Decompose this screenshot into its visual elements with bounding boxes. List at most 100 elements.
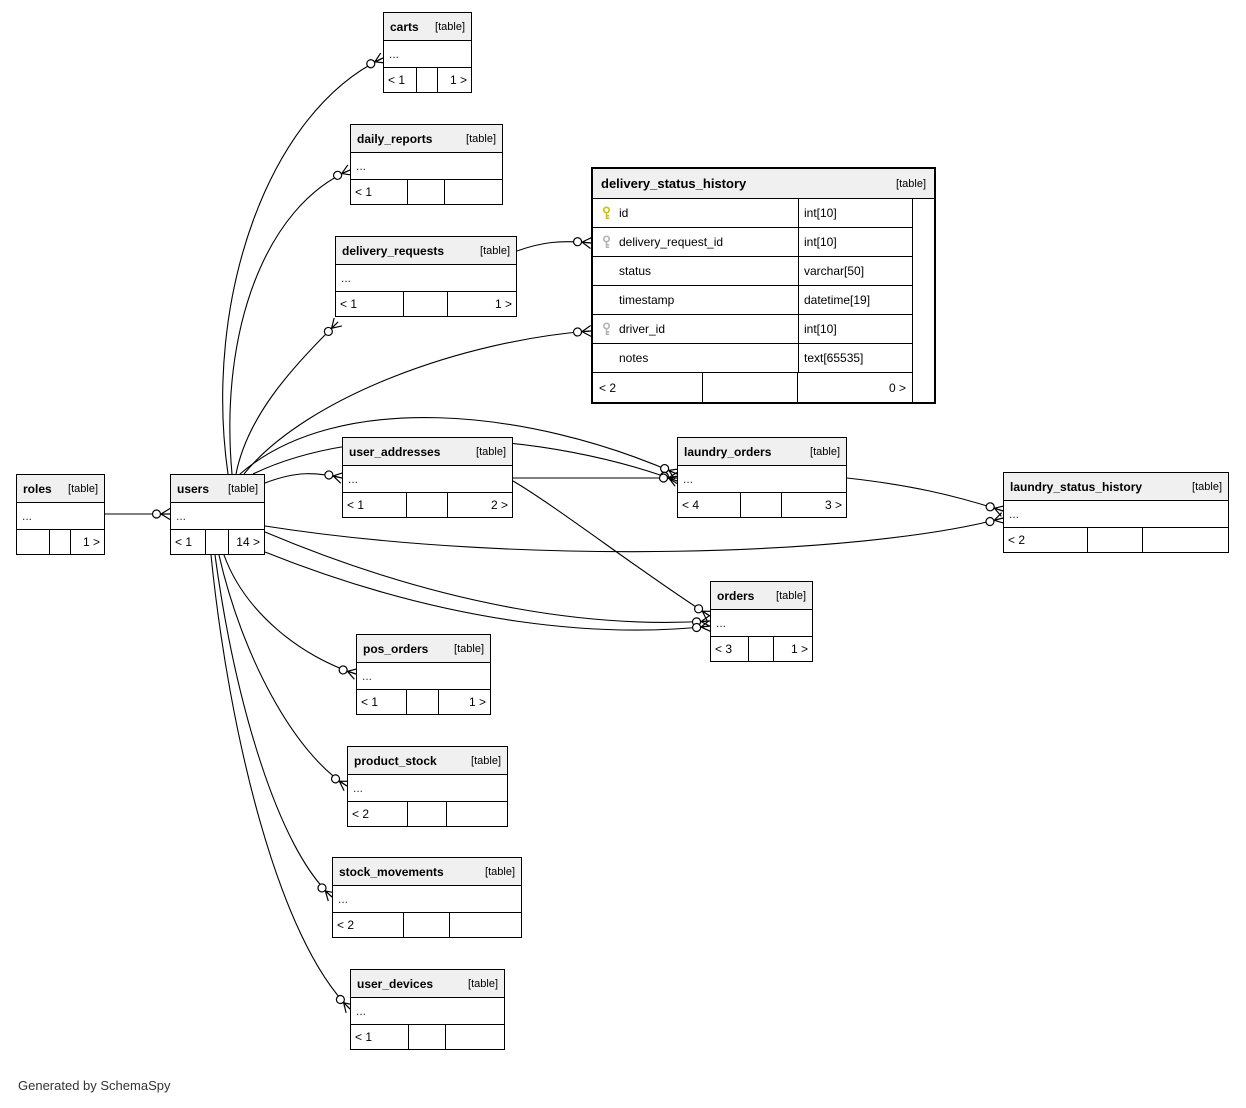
column-name-cell: status xyxy=(593,257,798,285)
table-footer: < 1 xyxy=(351,180,502,204)
columns-ellipsis: ... xyxy=(351,153,502,180)
relationship-line-user-addresses-users xyxy=(264,470,344,484)
table-header: orders[table] xyxy=(711,582,812,610)
table-user-devices[interactable]: user_devices[table]...< 1 xyxy=(350,969,505,1050)
table-header: delivery_requests[table] xyxy=(336,237,516,265)
column-name: id xyxy=(619,206,629,220)
column-name-cell: driver_id xyxy=(593,315,798,343)
table-footer: < 2 0 > xyxy=(593,373,912,402)
relationship-line-orders-users-2 xyxy=(264,551,711,633)
table-name: delivery_requests xyxy=(342,243,445,258)
child-count: 1 > xyxy=(494,297,512,311)
columns-ellipsis: ... xyxy=(678,466,846,493)
relationship-line-lsh-users xyxy=(264,512,1005,553)
column-type: varchar[50] xyxy=(798,257,912,285)
column-row-status: status varchar[50] xyxy=(593,257,912,286)
columns-ellipsis: ... xyxy=(384,41,471,68)
spare-column xyxy=(912,199,934,402)
table-daily-reports[interactable]: daily_reports[table]...< 1 xyxy=(350,124,503,205)
table-name: users xyxy=(177,481,210,496)
columns-ellipsis: ... xyxy=(333,886,521,913)
table-name: carts xyxy=(390,19,419,34)
footer-middle xyxy=(748,637,774,661)
relationship-line-stock-movements-users xyxy=(214,554,336,902)
columns-ellipsis: ... xyxy=(343,466,512,493)
parent-count: < 1 xyxy=(355,1030,373,1044)
column-type: datetime[19] xyxy=(798,286,912,314)
column-type: int[10] xyxy=(798,228,912,256)
footer-middle xyxy=(405,493,448,517)
table-header: pos_orders[table] xyxy=(357,635,490,663)
table-user-addresses[interactable]: user_addresses[table]... < 1 2 > xyxy=(342,437,513,518)
foreign-key-icon xyxy=(601,322,612,336)
table-footer: < 1 2 > xyxy=(343,493,512,517)
child-count xyxy=(1143,528,1228,552)
foreign-key-icon xyxy=(601,235,612,249)
table-stock-movements[interactable]: stock_movements[table]...< 2 xyxy=(332,857,522,938)
child-count: 1 > xyxy=(82,535,100,549)
footer-middle xyxy=(1086,528,1143,552)
parent-count: < 2 xyxy=(337,918,355,932)
column-name-cell: timestamp xyxy=(593,286,798,314)
child-count: 2 > xyxy=(490,498,508,512)
parent-count: < 1 xyxy=(347,498,365,512)
parent-count: < 2 xyxy=(599,380,617,395)
parent-count: < 1 xyxy=(388,73,406,87)
table-header: user_addresses[table] xyxy=(343,438,512,466)
table-delivery-status-history[interactable]: delivery_status_history [table] id int[1… xyxy=(591,167,936,404)
parent-count: < 2 xyxy=(352,807,370,821)
column-row-driver-id: driver_id int[10] xyxy=(593,315,912,344)
table-footer: < 2 xyxy=(333,913,521,937)
column-name: status xyxy=(619,264,652,278)
footer-middle xyxy=(402,913,450,937)
column-name: timestamp xyxy=(619,293,675,307)
relationship-line-orders-users-1 xyxy=(264,531,711,628)
relationship-line-dsh-delivery-requests xyxy=(516,236,592,252)
table-name: delivery_status_history xyxy=(601,176,747,191)
columns-ellipsis: ... xyxy=(171,503,264,530)
column-row-delivery-request-id: delivery_request_id int[10] xyxy=(593,228,912,257)
column-type: text[65535] xyxy=(798,344,912,372)
child-count xyxy=(445,180,502,204)
table-type-tag: [table] xyxy=(776,589,806,602)
footer-middle xyxy=(740,493,783,517)
footer-middle xyxy=(49,530,71,554)
table-name: pos_orders xyxy=(363,641,429,656)
column-type: int[10] xyxy=(798,199,912,227)
columns-ellipsis: ... xyxy=(1004,501,1228,528)
footer-middle xyxy=(416,68,438,92)
table-name: product_stock xyxy=(354,753,437,768)
table-footer: < 1 xyxy=(351,1025,504,1049)
key-icon-placeholder xyxy=(601,351,612,365)
table-name: roles xyxy=(23,481,52,496)
column-name-cell: id xyxy=(593,199,798,227)
table-type-tag: [table] xyxy=(1192,480,1222,493)
relationship-line-carts-users xyxy=(222,52,386,475)
table-name: user_addresses xyxy=(349,444,441,459)
relationship-line-laundry-orders-users-1 xyxy=(239,417,680,480)
table-product-stock[interactable]: product_stock[table]...< 2 xyxy=(347,746,508,827)
key-icon-placeholder xyxy=(601,264,612,278)
parent-count: < 1 xyxy=(361,695,379,709)
footer-middle xyxy=(205,530,229,554)
columns-ellipsis: ... xyxy=(336,265,516,292)
table-laundry-status-history[interactable]: laundry_status_history[table]...< 2 xyxy=(1003,472,1229,553)
table-footer: 1 > xyxy=(17,530,104,554)
table-roles[interactable]: roles[table]...1 > xyxy=(16,474,105,555)
child-count: 14 > xyxy=(236,535,260,549)
table-type-tag: [table] xyxy=(471,754,501,767)
table-header: laundry_orders[table] xyxy=(678,438,846,466)
table-header: users[table] xyxy=(171,475,264,503)
relationship-line-dsh-users xyxy=(243,325,592,475)
parent-count xyxy=(17,530,49,554)
